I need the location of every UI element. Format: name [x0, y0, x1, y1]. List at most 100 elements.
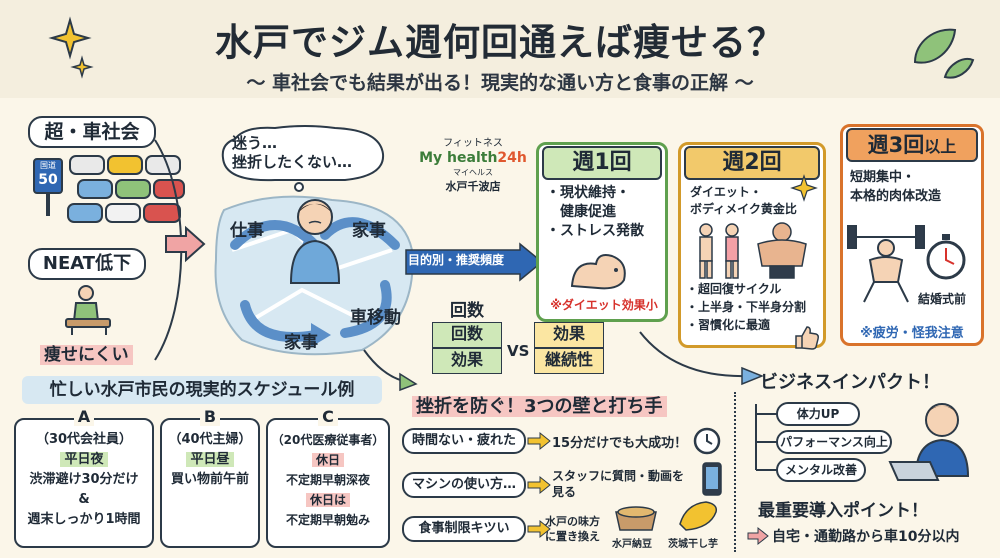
schedule-line: 買い物前午前 [170, 472, 249, 487]
vs-right-cell-2: 継続性 [534, 348, 604, 374]
schedule-line: 不定期早朝勉み [285, 513, 370, 527]
road-sign-pole [46, 194, 50, 216]
schedule-who: （40代主婦） [168, 432, 252, 447]
schedule-when: 休日 [311, 453, 344, 467]
plan-2-item: ボディメイク黄金比 [690, 202, 797, 216]
plan-2-bullet: ・上半身・下半身分割 [686, 300, 807, 314]
wall-solution-3: 水戸の味方 に置き換え [545, 514, 600, 544]
schedule-line: 不定期早朝深夜 [285, 473, 370, 487]
thought-line-2: 挫折したくない… [232, 153, 353, 171]
business-branch-lines [755, 404, 778, 471]
wall-solution-3-line: に置き換え [545, 530, 600, 543]
schedule-col-a-body: （30代会社員） 平日夜 渋滞避け30分だけ & 週末しっかり1時間 [16, 430, 152, 530]
swirl-arrows [230, 217, 400, 347]
hard-to-lose-text: 痩せにくい [40, 345, 133, 365]
key-point-title: 最重要導入ポイント！ [758, 501, 928, 521]
clock-icon [693, 427, 721, 455]
plan-3-item: 短期集中・ [850, 170, 916, 185]
walls-title-text: 挫折を防ぐ！3つの壁と打ち手 [412, 396, 667, 417]
gym-name-b: 24h [497, 150, 527, 166]
food-label-1: 水戸納豆 [612, 539, 652, 550]
thought-bubble [221, 125, 385, 192]
gym-logo: フィットネス My health24h マイヘルス 水戸千波店 [412, 134, 534, 194]
wall-problem-3: 食事制限キツい [402, 516, 526, 542]
plan-3-title-suffix: 以上 [924, 137, 957, 156]
schedule-col-a [14, 418, 154, 548]
flow-arrow-walls [363, 349, 418, 392]
plan-3-item: 本格的肉体改造 [850, 189, 942, 204]
food-label-2: 茨城干し芋 [668, 539, 718, 550]
label-car-move: 車移動 [350, 308, 401, 328]
traffic-jam-illustration [67, 155, 185, 223]
car-society-text: 超・車社会 [44, 121, 140, 143]
schedule-col-c-letter: C [318, 407, 338, 426]
plan-1-title-text: 週1回 [572, 150, 632, 175]
schedule-col-b-letter: B [200, 407, 220, 426]
thumbs-up-icon [795, 326, 819, 350]
wall-solution-2: スタッフに質問・動画を見る [552, 469, 685, 499]
businessman-laptop-icon [888, 403, 970, 481]
plan-2-title: 週2回 [684, 146, 820, 180]
gym-branch: 水戸千波店 [445, 180, 501, 193]
plan-1-note: ※ダイエット効果小 [550, 298, 658, 312]
vs-left-cell-1: 回数 [432, 322, 502, 348]
right-arrow-icon [527, 475, 551, 495]
wall-problem-1: 時間ない・疲れた [402, 428, 526, 454]
plan-2-bullet: ・習慣化に最適 [686, 318, 771, 332]
business-title: ビジネスインパクト！ [760, 372, 940, 393]
wall-problem-2: マシンの使い方… [402, 472, 526, 498]
neat-label: NEAT低下 [28, 248, 146, 280]
natto-icon [615, 506, 657, 531]
plan-1-item: 健康促進 [546, 204, 616, 220]
schedule-col-b-body: （40代主婦） 平日昼 買い物前午前 [162, 430, 258, 490]
label-housework-top: 家事 [352, 221, 386, 241]
wall-solution-3-line: 水戸の味方 [545, 515, 600, 528]
plan-1-item: ・ストレス発散 [546, 223, 644, 239]
right-arrow-icon [747, 526, 769, 546]
business-item-3: メンタル改善 [776, 458, 866, 482]
schedule-line: 週末しっかり1時間 [27, 512, 141, 527]
road-sign-top: 国道 [40, 161, 56, 170]
plan-2-title-text: 週2回 [722, 150, 782, 175]
weightlifter-icon [847, 225, 925, 303]
vs-label: VS [507, 342, 530, 360]
plan-3-note: ※疲労・怪我注意 [860, 326, 964, 341]
business-item-2: パフォーマンス向上 [776, 430, 892, 454]
schedule-line: & [78, 492, 90, 507]
hard-to-lose-label: 痩せにくい [40, 340, 133, 365]
schedule-title: 忙しい水戸市民の現実的スケジュール例 [22, 376, 382, 404]
right-arrow-icon [165, 225, 206, 263]
plan-2-items: ダイエット・ ボディメイク黄金比 [690, 184, 820, 218]
schedule-col-c [266, 418, 390, 548]
label-work: 仕事 [230, 221, 264, 241]
plan-3-title: 週3回以上 [846, 128, 978, 162]
plan-1-item: ・現状維持・ [546, 185, 630, 201]
worried-person-icon [289, 199, 341, 284]
recommend-label: 目的別・推奨頻度 [408, 253, 505, 267]
car-society-label: 超・車社会 [28, 116, 156, 148]
body-make-illustration [699, 222, 807, 279]
page-title: 水戸でジム週何回通えば痩せる？ [215, 21, 785, 64]
wall-solution-1: 15分だけでも大成功！ [552, 436, 688, 451]
vs-right-cell-1: 効果 [534, 322, 604, 348]
schedule-when: 平日昼 [186, 452, 234, 467]
label-housework-bottom: 家事 [284, 333, 318, 353]
gym-type: フィットネス [443, 138, 503, 149]
dried-sweet-potato-icon [679, 501, 718, 531]
leaf-icon [913, 28, 975, 79]
vs-header: 回数 [450, 301, 484, 321]
gym-name-a: My health [419, 150, 498, 166]
plan-3-items: 短期集中・ 本格的肉体改造 [850, 168, 980, 206]
stopwatch-icon [926, 234, 966, 280]
plan-1-title: 週1回 [542, 146, 662, 180]
schedule-col-a-letter: A [74, 407, 94, 426]
business-item-1: 体力UP [776, 402, 860, 426]
right-arrow-icon [527, 431, 551, 451]
vs-left-cell-2: 効果 [432, 348, 502, 374]
schedule-line: 渋滞避け30分だけ [29, 472, 139, 487]
schedule-who: （20代医療従事者） [271, 433, 385, 447]
key-point-text: 自宅・通勤路から車10分以内 [772, 529, 960, 545]
plan-3-stopwatch-label: 結婚式前 [918, 292, 967, 306]
walls-title: 挫折を防ぐ！3つの壁と打ち手 [412, 392, 692, 418]
schedule-col-b [160, 418, 260, 548]
